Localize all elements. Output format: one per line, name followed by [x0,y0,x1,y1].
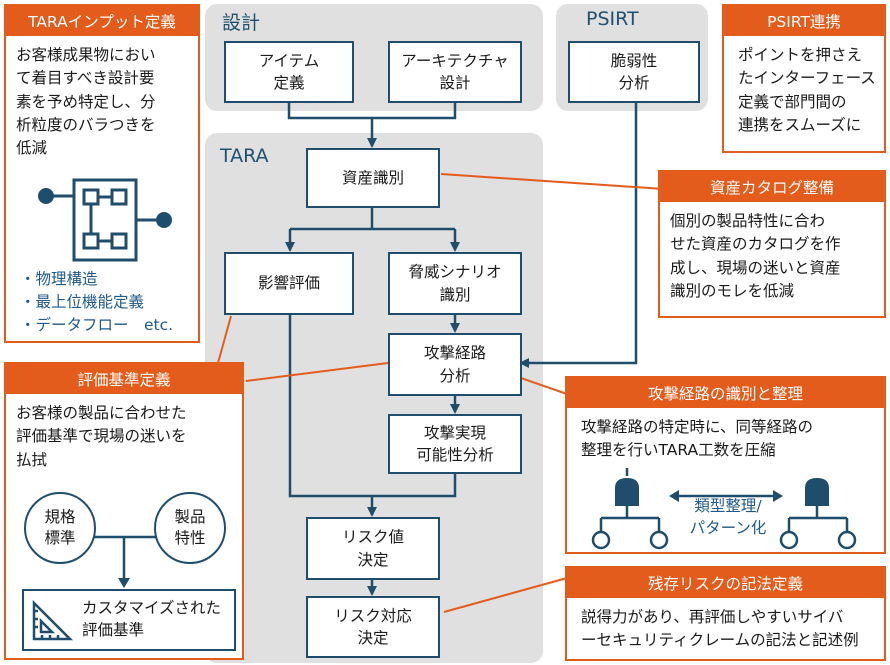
criteria-title: 評価基準定義 [6,364,242,394]
tara-input-bullet-3: ・データフロー etc. [20,316,174,334]
criteria-card: 評価基準定義 お客様の製品に合わせた 評価基準で現場の迷いを 払拭 規格 標準 … [4,362,244,660]
design-panel-title: 設計 [222,12,261,34]
custom-criteria-text: カスタマイズされた 評価基準 [82,599,222,640]
block-diagram-icon [38,178,172,262]
residual-risk-title: 残存リスクの記法定義 [567,568,884,598]
attack-path-org-body: 攻撃経路の特定時に、同等経路の 整理を行いTARA工数を圧縮 [581,418,814,460]
custom-criteria-box: カスタマイズされた 評価基準 [22,589,236,651]
risk-value-box: リスク値 決定 [306,517,440,580]
threat-scenario-box: 脅威シナリオ 識別 [388,252,522,315]
tara-input-bullet-2: ・最上位機能定義 [20,293,145,311]
pattern-label: 類型整理/ パターン化 [689,497,767,537]
asset-catalog-body: 個別の製品特性に合わ せた資産のカタログを作 成し、現場の迷いと資産 識別のモレ… [670,212,841,300]
tara-input-bullet-1: ・物理構造 [20,270,98,288]
tara-input-card: TARAインプット定義 お客様成果物におい て着目すべき設計要 素を予め特定し、… [4,4,200,343]
item-definition-box: アイテム 定義 [224,41,354,103]
attack-path-org-card: 攻撃経路の識別と整理 攻撃経路の特定時に、同等経路の 整理を行いTARA工数を圧… [565,376,886,554]
psirt-link-body: ポイントを押さえ たインターフェース 定義で部門間の 連携をスムーズに [738,46,876,134]
tara-panel-title: TARA [220,145,269,167]
attack-tree-icons [591,468,857,550]
psirt-panel-title: PSIRT [586,8,639,30]
residual-risk-card: 残存リスクの記法定義 説得力があり、再評価しやすいサイバ ーセキュリティクレーム… [565,566,886,661]
product-circle: 製品 特性 [154,492,226,564]
tara-input-title: TARAインプット定義 [6,6,198,36]
tara-input-body: お客様成果物におい て着目すべき設計要 素を予め特定し、分 析粒度のバラつきを … [16,46,156,157]
psirt-link-card: PSIRT連携 ポイントを押さえ たインターフェース 定義で部門間の 連携をスム… [722,4,886,153]
vulnerability-analysis-box: 脆弱性 分析 [568,41,700,103]
attack-feasibility-box: 攻撃実現 可能性分析 [388,414,522,474]
residual-risk-body: 説得力があり、再評価しやすいサイバ ーセキュリティクレームの記法と記述例 [581,608,859,650]
criteria-body: お客様の製品に合わせた 評価基準で現場の迷いを 払拭 [16,404,187,469]
attack-path-analysis-box: 攻撃経路 分析 [388,333,522,396]
attack-path-org-title: 攻撃経路の識別と整理 [567,378,884,408]
architecture-design-box: アーキテクチャ 設計 [388,41,522,103]
impact-assessment-box: 影響評価 [224,252,354,315]
asset-catalog-title: 資産カタログ整備 [660,172,884,202]
psirt-link-title: PSIRT連携 [724,6,884,36]
standard-circle: 規格 標準 [24,492,96,564]
set-square-icon [32,599,74,641]
asset-identification-box: 資産識別 [306,148,440,208]
asset-catalog-card: 資産カタログ整備 個別の製品特性に合わ せた資産のカタログを作 成し、現場の迷い… [658,170,886,318]
criteria-connector [91,535,158,588]
risk-response-box: リスク対応 決定 [306,596,440,658]
